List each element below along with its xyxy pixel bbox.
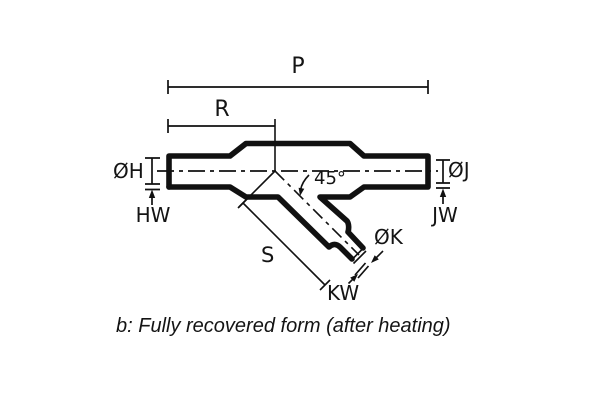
body-outline-top [166,140,431,251]
ok-kw-ticks [354,262,370,279]
body-outline-bottom [166,184,355,262]
dim-label-ok: ØK [374,225,403,249]
dim-line-oh [145,157,160,205]
s-extension-line [238,170,276,208]
dim-label-s: S [261,243,275,267]
kw-arrowhead [350,274,358,282]
ok-arrowhead [371,255,379,263]
dim-line-r [167,119,275,133]
ok-arrow-shaft [375,250,384,259]
jw-arrowhead [439,188,447,197]
dim-label-oj: ØJ [448,158,470,182]
dim-label-p: P [291,54,305,79]
hw-arrowhead [148,189,156,198]
dim-label-jw: JW [432,203,458,227]
figure-caption: b: Fully recovered form (after heating) [116,315,451,337]
dim-label-r: R [214,97,230,122]
angle-arrowhead [298,187,305,196]
dim-line-p [167,80,429,94]
dim-label-oh: ØH [113,159,144,183]
dim-label-kw: KW [327,281,360,305]
dim-label-angle: 45° [314,168,346,189]
dim-label-hw: HW [135,203,171,227]
branch-centerline [274,170,360,256]
kw-arrow-shaft [347,278,354,285]
angle-arc [299,174,310,191]
dim-line-oj [436,159,450,204]
branch-tip-face [349,247,367,265]
